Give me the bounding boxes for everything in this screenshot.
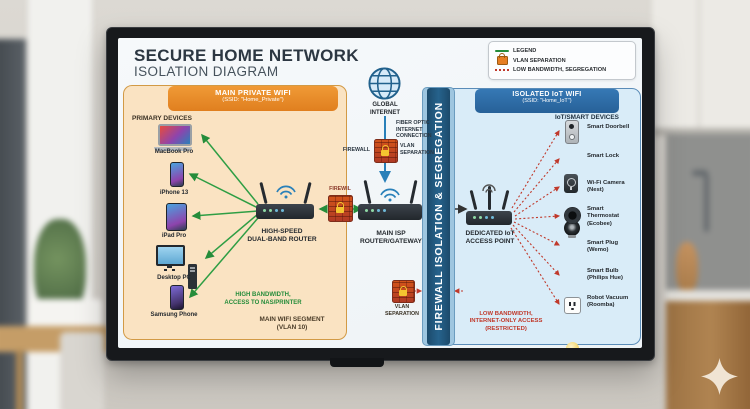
globe-icon <box>368 67 401 100</box>
iot-access-point-label: DEDICATED IoT ACCESS POINT <box>465 230 515 246</box>
legend-box: LEGEND VLAN SEPARATION LOW BANDWIDTH, SE… <box>488 41 636 80</box>
countertop <box>666 290 750 302</box>
faucet-spout <box>692 170 708 176</box>
smart-plug-icon <box>564 297 581 314</box>
global-internet-label: GLOBAL INTERNET <box>370 102 400 116</box>
lock-icon <box>496 53 508 65</box>
legend-row-vlan: VLAN SEPARATION <box>495 53 629 65</box>
desktop-pc-icon <box>156 245 197 291</box>
legend-row-low: LOW BANDWIDTH, SEGREGATION <box>495 67 629 73</box>
device-label: Samsung Phone <box>150 312 198 318</box>
iot-device-label: Smart Plug (Wemo) <box>587 240 619 254</box>
device-label: iPhone 13 <box>159 190 189 196</box>
device-label: MacBook Pro <box>154 149 194 155</box>
upper-cabinets <box>652 0 750 134</box>
isolated-iot-wifi-panel <box>438 88 641 345</box>
page-title: SECURE HOME NETWORK <box>134 46 359 65</box>
primary-devices-label: PRIMARY DEVICES <box>132 115 192 122</box>
main-panel-header: MAIN PRIVATE WIFI (SSID: "Home_Private") <box>168 86 338 111</box>
iot-device-label: Smart Bulb (Philips Hue) <box>587 268 623 282</box>
smart-lock-icon <box>564 174 578 193</box>
vlan-separation-label-top: VLAN SEPARATION <box>400 143 434 156</box>
mid-firewall-icon <box>328 195 353 222</box>
iot-device-label: Smart Thermostat (Ecobee) <box>587 206 620 227</box>
legend-title: LEGEND <box>513 48 537 54</box>
dual-band-router-icon <box>254 180 320 226</box>
smart-thermostat-icon <box>564 207 581 224</box>
smart-bulb-icon <box>566 342 579 348</box>
wifi-camera-icon <box>564 220 580 238</box>
restriction-note: LOW BANDWIDTH, INTERNET-ONLY ACCESS (RES… <box>469 311 543 332</box>
legend-line-swatch <box>495 50 509 52</box>
macbook-icon <box>154 124 192 151</box>
table-leg <box>16 350 23 409</box>
cabinet-shadow <box>652 128 750 136</box>
tv-screen: SECURE HOME NETWORK ISOLATION DIAGRAM LE… <box>118 38 642 348</box>
firewall-barrier: FIREWALL ISOLATION & SEGREGATION <box>423 88 454 345</box>
wifi-segment-label: MAIN WIFI SEGMENT (VLAN 10) <box>259 316 325 331</box>
iot-panel-title: ISOLATED IoT WIFI <box>512 91 582 98</box>
iot-device-label: Smart Lock <box>587 153 620 159</box>
smart-doorbell-icon <box>565 120 579 144</box>
wifi-icon <box>276 185 296 199</box>
iot-device-label: Robot Vacuum (Roomba) <box>587 295 629 309</box>
wifi-icon <box>380 188 400 202</box>
samsung-phone-icon <box>170 285 184 310</box>
iot-devices-label: IoT/SMART DEVICES <box>555 114 619 121</box>
iot-access-point-icon <box>464 184 516 228</box>
wood-cabinets <box>666 301 750 409</box>
iot-panel-ssid: (SSID: "Home_IoT") <box>522 98 572 104</box>
vlan-separation-label-bottom: VLAN SEPARATION <box>385 304 419 317</box>
isp-router-label: MAIN ISP ROUTER/GATEWAY <box>360 230 422 246</box>
sparkle-icon <box>701 358 738 395</box>
room-right-scene <box>652 0 750 409</box>
firewall-icon <box>374 139 398 163</box>
legend-vlan-label: VLAN SEPARATION <box>513 57 566 64</box>
legend-row-line: LEGEND <box>495 48 629 54</box>
firewall-label: FIREWALL <box>342 147 370 153</box>
cabinet-seam <box>698 0 700 129</box>
faucet <box>704 174 709 232</box>
device-label: iPad Pro <box>161 233 187 239</box>
isp-router-icon <box>356 178 426 226</box>
dual-band-router-label: HIGH-SPEED DUAL-BAND ROUTER <box>247 228 317 244</box>
page-subtitle: ISOLATION DIAGRAM <box>134 64 279 79</box>
signal-icon <box>482 184 496 193</box>
iot-panel-header: ISOLATED IoT WIFI (SSID: "Home_IoT") <box>475 89 619 113</box>
ipad-icon <box>166 203 187 231</box>
iphone-icon <box>170 162 184 187</box>
main-panel-ssid: (SSID: "Home_Private") <box>222 97 284 103</box>
tv-mount <box>330 358 384 367</box>
room-left-scene <box>0 0 114 409</box>
legend-dotted-swatch <box>495 69 509 71</box>
chair <box>60 332 104 409</box>
vase <box>676 242 698 292</box>
iot-device-label: Wi-Fi Camera (Nest) <box>587 180 625 194</box>
vlan-separation-icon <box>392 280 415 303</box>
legend-lock-swatch <box>495 53 509 65</box>
iot-device-label: Smart Doorbell <box>587 124 630 130</box>
mid-firewall-label: FIREWIL <box>329 186 351 192</box>
firewall-barrier-core: FIREWALL ISOLATION & SEGREGATION <box>427 88 450 345</box>
main-panel-title: MAIN PRIVATE WIFI <box>215 88 291 97</box>
fiber-label: FIBER OPTIC INTERNET CONNECTION <box>396 120 432 140</box>
device-label: Desktop PC <box>157 275 191 281</box>
bandwidth-note: HIGH BANDWIDTH, ACCESS TO NAS/PRINTER <box>224 292 302 306</box>
legend-low-label: LOW BANDWIDTH, SEGREGATION <box>513 67 607 73</box>
